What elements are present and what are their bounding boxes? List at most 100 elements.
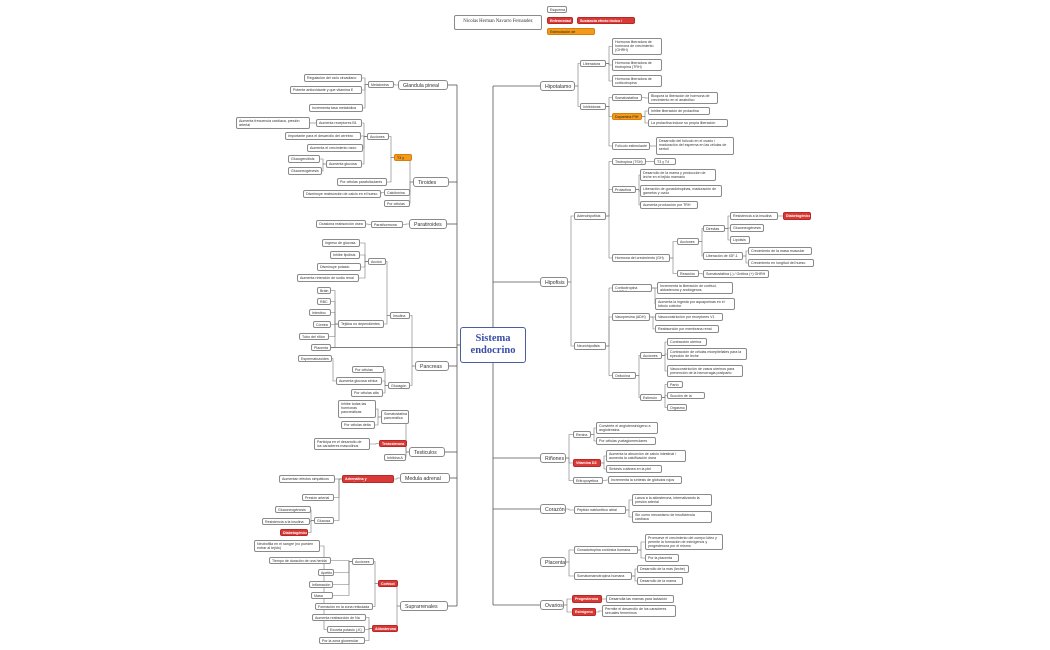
topic-estimulo[interactable]: Estímulo xyxy=(640,394,662,401)
topic-disminuye-reabsorcion-de-calcio-en-el-hu[interactable]: Disminuye reabsorción de calcio en el hu… xyxy=(303,190,381,198)
topic-apetito[interactable]: Apetito xyxy=(318,569,334,576)
topic-inhibina-a[interactable]: Inhibina A xyxy=(384,454,406,461)
topic-sin-como-mecanismo-de-insuficiencia-card[interactable]: Sin como mecanismo de insuficiencia card… xyxy=(632,511,712,523)
topic-gluconeogenesis[interactable]: Gluconeogénesis xyxy=(730,224,764,232)
topic-parathormona[interactable]: Parathormona xyxy=(371,221,403,228)
topic-potente-antioxidante-y-que-vitamina-e[interactable]: Potente antioxidante y que vitamina E xyxy=(290,86,362,94)
topic-acciones[interactable]: Acciones xyxy=(640,352,662,359)
topic-regulacion-del-ciclo-circadiano[interactable]: Regulación del ciclo circadiano xyxy=(304,74,362,82)
topic-somatostatina-pancreatica[interactable]: Somatostatina pancreática xyxy=(381,410,409,424)
topic-inhibe-liberacion-de-prolactina[interactable]: Inhibe liberación de prolactina xyxy=(648,107,710,115)
topic-desarrollo-de-la-mama[interactable]: Desarrollo de la mama xyxy=(637,577,683,585)
branch-tiroides[interactable]: Tiroides xyxy=(413,177,449,187)
topic-aumenta-glucosa[interactable]: Aumenta glucosa xyxy=(326,160,362,168)
branch-corazon[interactable]: Corazón xyxy=(540,504,566,514)
topic-calcitonina[interactable]: Calcitonina xyxy=(384,189,410,196)
topic-oxitocina[interactable]: Oxitocina xyxy=(612,372,636,379)
topic-acciones[interactable]: Acciones xyxy=(352,558,374,565)
topic-somatomamotropina-humana[interactable]: Somatomamotropina humana xyxy=(574,572,632,580)
topic-tejidos-no-dependientes[interactable]: Tejidos no dependientes xyxy=(338,320,384,328)
topic-corticotropina-acth[interactable]: Corticotropina (ACTH) xyxy=(612,284,652,292)
topic-renina[interactable]: Renina xyxy=(573,431,591,438)
topic-lipolisis[interactable]: Lipólisis xyxy=(730,236,750,244)
topic-acciones[interactable]: Acciones xyxy=(367,133,389,140)
topic-orgasmo[interactable]: Orgasmo xyxy=(667,404,687,411)
topic-por-celulas-beta[interactable]: Por células Beta xyxy=(352,366,384,373)
topic-vitamina-d3[interactable]: Vitamina D3 xyxy=(573,459,601,467)
topic-dopamina-pih[interactable]: Dopamina PIH xyxy=(612,113,642,120)
topic-glucagon[interactable]: Glucagón xyxy=(388,382,410,389)
topic-por-la-placenta[interactable]: Por la placenta xyxy=(645,554,679,562)
topic-inhibe-todas-las-hormonas-pancreaticas[interactable]: Inhibe todas las hormonas pancreáticas xyxy=(338,400,376,418)
topic-por-la-zona-glomerular[interactable]: Por la zona glomerular xyxy=(319,637,365,644)
topic-disminuye-potasio-serico[interactable]: Disminuye potasio sérico xyxy=(317,263,361,271)
topic-liberacion-de-igf-1[interactable]: Liberación de IGF-1 xyxy=(703,252,743,260)
topic-cornea[interactable]: Córnea xyxy=(313,321,331,328)
topic-inhibe-lipolisis[interactable]: Inhibe lipólisis xyxy=(330,251,360,259)
topic-ocasiona-reabsorcion-osea[interactable]: Ocasiona reabsorción ósea xyxy=(316,220,366,228)
topic-estrogeno[interactable]: Estrógeno xyxy=(572,608,596,616)
legend-estimulacion[interactable]: Estimulación de ambientación xyxy=(547,28,595,35)
topic-adrenalina-y-noradrenalina[interactable]: Adrenalina y noradrenalina xyxy=(342,475,394,483)
branch-paratiroides[interactable]: Paratiroides xyxy=(409,219,447,229)
topic-hormona-liberadora-de-corticotropina[interactable]: Hormona liberadora de corticotropina xyxy=(612,75,662,87)
branch-medula-adrenal[interactable]: Medula adrenal xyxy=(400,473,450,483)
topic-aldosterona[interactable]: Aldosterona xyxy=(372,625,398,632)
topic-reaccion[interactable]: Reacción xyxy=(677,270,699,277)
topic-resistencia-a-la-insulina[interactable]: Resistencia a la insulina xyxy=(730,212,778,220)
topic-incrementa-la-liberacion-de-cortisol-ald[interactable]: Incrementa la liberación de cortisol, al… xyxy=(657,282,733,294)
topic-resistencia-a-la-insulina[interactable]: Resistencia a la insulina xyxy=(262,518,310,525)
topic-aumenta-la-absorcion-de-calcio-intestina[interactable]: Aumenta la absorción de calcio intestina… xyxy=(606,450,686,462)
topic-por-celulas-parafoliculares[interactable]: Por células parafoliculares xyxy=(337,178,387,186)
topic-gluconeogenesis[interactable]: Gluconeogénesis xyxy=(288,167,322,175)
topic-gonadotropina-corionica-humana[interactable]: Gonadotropina coriónica humana xyxy=(574,546,638,554)
topic-tiempo-de-duracion-de-una-herida[interactable]: Tiempo de duración de una herida xyxy=(269,557,331,564)
topic-aumenta-glucosa-serica[interactable]: Aumenta glucosa sérica xyxy=(336,377,382,385)
topic-promueve-el-crecimiento-del-cuerpo-luteo[interactable]: Promueve el crecimiento del cuerpo lúteo… xyxy=(645,534,723,550)
topic-tubo-del-rinon[interactable]: Tubo del riñón xyxy=(299,333,329,340)
topic-excreta-potasio-k[interactable]: Excreta potasio (-K) xyxy=(327,626,365,633)
topic-participa-en-el-desarrollo-de-los-caract[interactable]: Participa en el desarrollo de los caract… xyxy=(314,438,370,450)
topic-cortisol[interactable]: Cortisol xyxy=(378,580,398,587)
topic-incrementa-la-sintesis-de-globulos-rojos[interactable]: Incrementa la síntesis de glóbulos rojos xyxy=(608,476,682,484)
topic-peptido-natriuretico-atrial[interactable]: Péptido natriurético atrial xyxy=(574,506,626,514)
legend-esquema[interactable]: Esquema xyxy=(547,6,567,13)
topic-aumentan-efectos-simpaticos[interactable]: Aumentan efectos simpáticos xyxy=(279,475,335,483)
topic-masa-osea[interactable]: Masa ósea xyxy=(311,592,333,599)
topic-vasoconstriccion-de-vasos-uterinos-para-[interactable]: Vasoconstricción de vasos uterinos para … xyxy=(667,365,743,377)
topic-ingreso-de-glucosa[interactable]: Ingreso de glucosa xyxy=(322,239,360,247)
legend-enfermedad[interactable]: Enfermedad xyxy=(547,17,573,24)
topic-aumenta-frecuencia-cardiaca-presion-arte[interactable]: Aumenta frecuencia cardíaca, presión art… xyxy=(236,117,310,129)
topic-progesterona[interactable]: Progesterona xyxy=(572,595,602,603)
topic-placenta[interactable]: Placenta xyxy=(311,344,331,351)
topic-importante-para-el-desarrollo-del-cerebr[interactable]: Importante para el desarrollo del cerebr… xyxy=(285,132,361,140)
topic-diabetogenico[interactable]: Diabetogénico xyxy=(280,529,308,536)
topic-crecimiento-en-longitud-del-hueso[interactable]: Crecimiento en longitud del hueso xyxy=(748,259,814,267)
topic-t3-y-t4[interactable]: T3 y T4 xyxy=(654,158,676,165)
branch-glandula-pineal[interactable]: Glandula pineal xyxy=(398,80,448,90)
topic-glucosa[interactable]: Glucosa xyxy=(314,517,334,524)
topic-la-prolactina-induce-su-propia-liberacio[interactable]: La prolactina induce su propia liberació… xyxy=(648,119,728,127)
topic-neutrofilia-en-el-sangre-no-pueden-entra[interactable]: Neutrofilia en el sangre (no pueden entr… xyxy=(254,540,320,552)
topic-hormona-liberadora-de-hormona-de-crecimi[interactable]: Hormona liberadora de hormona de crecimi… xyxy=(612,38,662,55)
topic-eritropoyetina[interactable]: Eritropoyetina xyxy=(573,477,603,484)
topic-crecimiento-de-la-masa-muscular[interactable]: Crecimiento de la masa muscular xyxy=(748,247,812,255)
topic-vasopresina-adh[interactable]: Vasopresina (ADH) xyxy=(612,313,650,321)
topic-desarrollo-de-la-mas-leche[interactable]: Desarrollo de la más (leche) xyxy=(637,565,689,573)
topic-convierte-el-angiotensinogeno-a-angioten[interactable]: Convierte el angiotensinógeno a angioten… xyxy=(596,422,658,434)
topic-diabetogenico[interactable]: Diabetogénico xyxy=(783,212,811,220)
topic-foliculo-estimulante[interactable]: Folículo estimulante xyxy=(612,142,650,150)
topic-tirotropina-tsh[interactable]: Tirotropina (TSH) xyxy=(612,158,646,165)
topic-desarrollo-de-la-mama-y-produccion-de-le[interactable]: Desarrollo de la mama y producción de le… xyxy=(640,169,716,181)
branch-testiculos[interactable]: Testiculos xyxy=(409,447,445,457)
topic-contraccion-uterina[interactable]: Contracción uterina xyxy=(667,338,707,346)
topic-por-celulas-yuxtaglomerulares[interactable]: Por células yuxtaglomerulares xyxy=(596,437,656,445)
topic-hormona-liberadora-de-tirotropina-trh[interactable]: Hormona liberadora de tirotropina (TRH) xyxy=(612,59,662,71)
topic-bloquea-la-liberacion-de-hormona-de-crec[interactable]: Bloquea la liberación de hormona de crec… xyxy=(648,92,718,104)
topic-intestino[interactable]: Intestino xyxy=(309,309,331,316)
branch-hipotalamo[interactable]: Hipotalamo xyxy=(540,81,575,91)
topic-permite-el-desarrollo-de-los-caracteres-[interactable]: Permite el desarrollo de los caracteres … xyxy=(602,605,676,617)
branch-rinones[interactable]: Riñones xyxy=(540,453,566,463)
topic-espermatozoides[interactable]: Espermatozoides xyxy=(298,355,332,362)
topic-testosterona[interactable]: Testosterona xyxy=(379,440,407,447)
